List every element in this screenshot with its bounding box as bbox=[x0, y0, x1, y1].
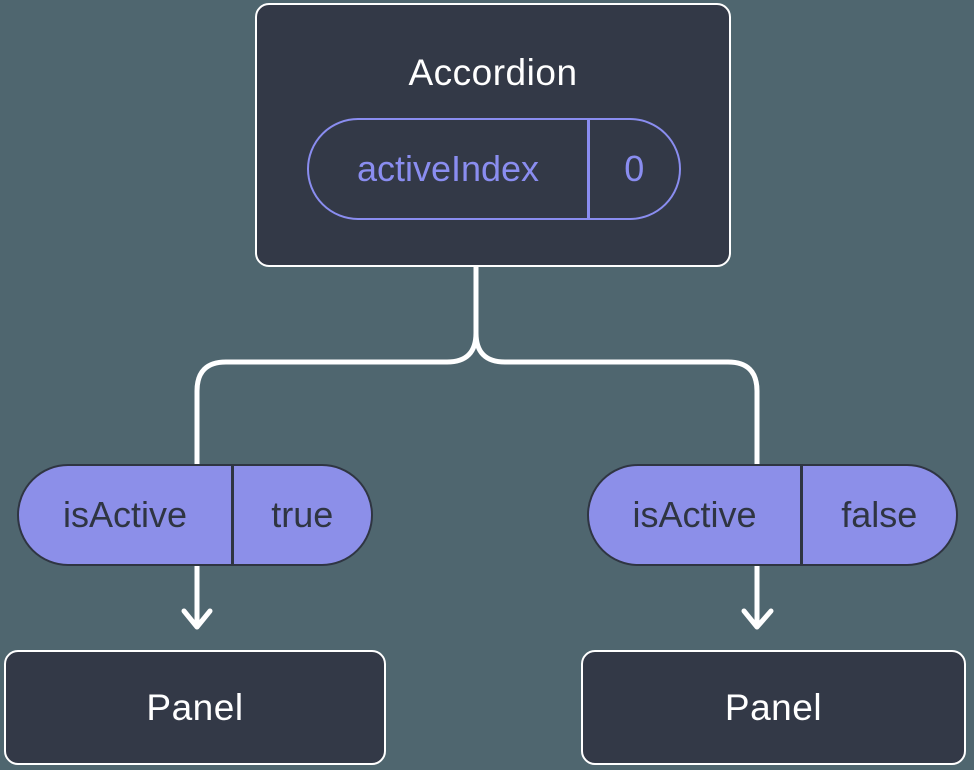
prop-value-label: false bbox=[841, 494, 918, 535]
pill-divider bbox=[800, 466, 803, 564]
prop-name-label: isActive bbox=[62, 494, 188, 535]
prop-name-label: isActive bbox=[632, 494, 757, 535]
tree-branch-left bbox=[194, 264, 479, 467]
down-arrow-right-icon bbox=[741, 563, 774, 630]
accordion-node-title: Accordion bbox=[408, 52, 578, 93]
prop-name-label: activeIndex bbox=[356, 148, 540, 189]
prop-value-label: true bbox=[271, 494, 334, 535]
tree-branch-right bbox=[473, 330, 760, 467]
is-active-pill-false: isActive false bbox=[587, 464, 958, 566]
is-active-pill-true: isActive true bbox=[17, 464, 373, 566]
down-arrow-left-icon bbox=[181, 563, 213, 630]
panel-node-right: Panel bbox=[581, 650, 966, 765]
panel-node-left: Panel bbox=[4, 650, 386, 765]
prop-value-label: 0 bbox=[624, 148, 645, 189]
active-index-prop-pill: activeIndex 0 bbox=[307, 118, 681, 220]
panel-node-title: Panel bbox=[724, 686, 823, 728]
pill-divider bbox=[231, 466, 234, 564]
pill-divider bbox=[587, 120, 590, 218]
panel-node-title: Panel bbox=[146, 686, 244, 728]
accordion-node: Accordion activeIndex 0 bbox=[255, 3, 731, 267]
